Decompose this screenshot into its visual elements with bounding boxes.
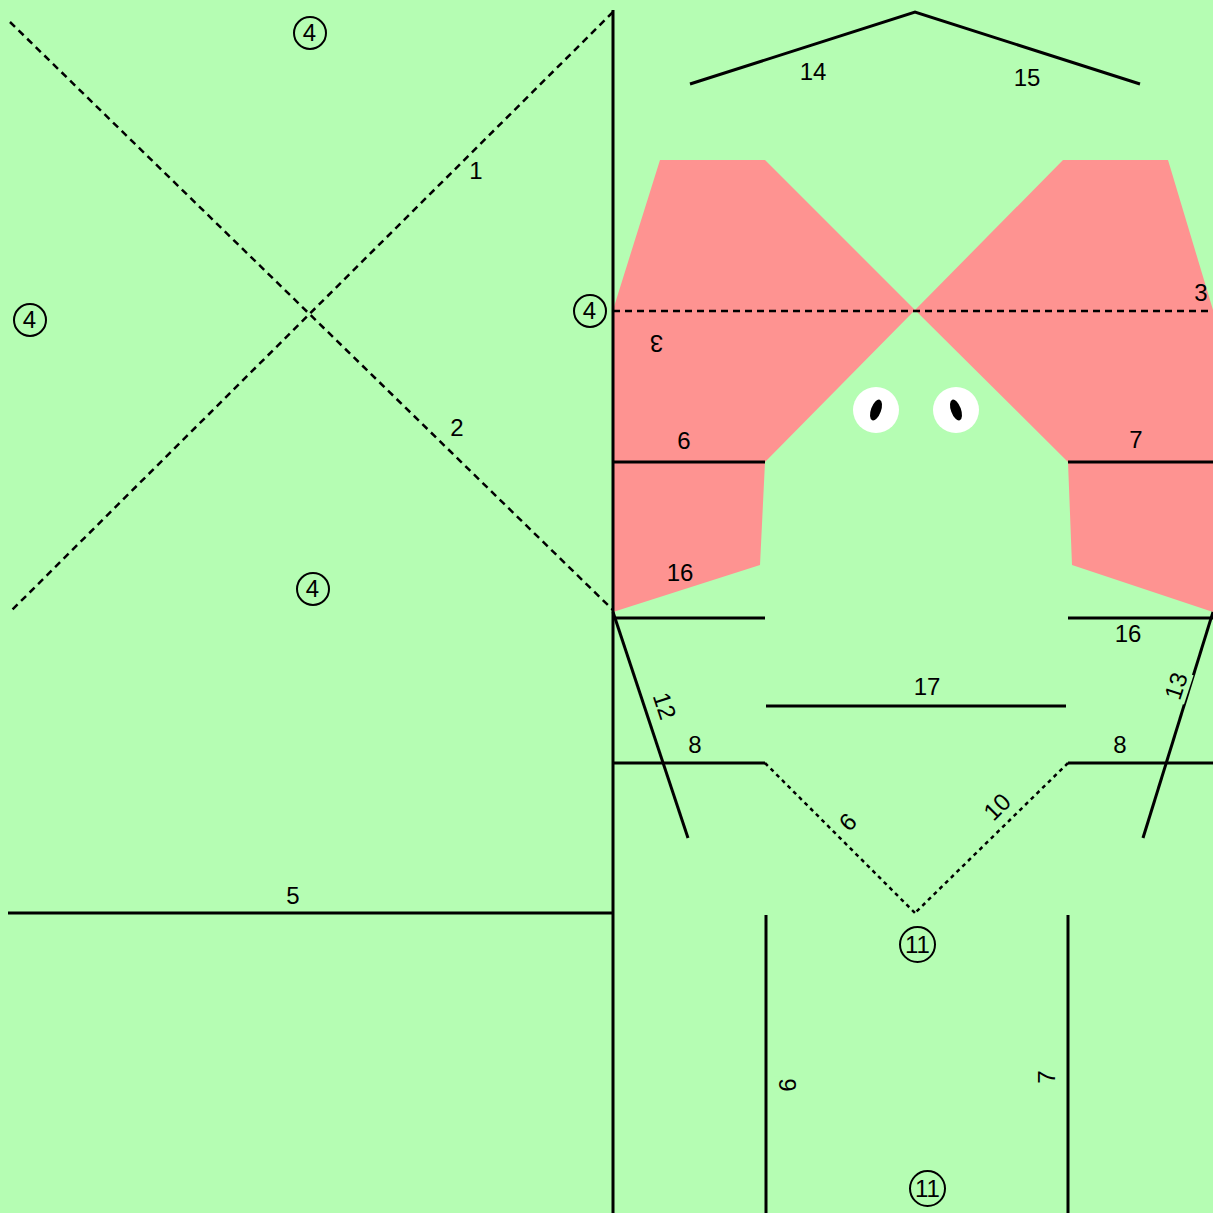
- callout-number: 8: [686, 732, 703, 758]
- callout-number: 17: [912, 674, 943, 700]
- step-circle: 4: [13, 303, 47, 337]
- step-circle: 11: [899, 926, 936, 963]
- callout-number: 9: [774, 1076, 800, 1093]
- step-circle: 4: [296, 572, 330, 606]
- callout-number: 8: [1111, 732, 1128, 758]
- callout-number: 16: [665, 560, 696, 586]
- callout-number: 5: [284, 883, 301, 909]
- step-circle: 4: [573, 294, 607, 328]
- callout-number: 3: [648, 330, 665, 356]
- callout-number: 7: [1034, 1068, 1060, 1085]
- step-number: 4: [306, 577, 319, 601]
- callout-number: 16: [1113, 621, 1144, 647]
- step-number: 4: [303, 21, 316, 45]
- step-circle: 4: [293, 16, 327, 50]
- step-number: 4: [583, 299, 596, 323]
- step-number: 4: [23, 308, 36, 332]
- callout-number: 7: [1127, 427, 1144, 453]
- callout-number: 14: [798, 59, 829, 85]
- step-number: 11: [905, 933, 930, 957]
- callout-number: 1: [467, 158, 484, 184]
- callout-number: 6: [675, 428, 692, 454]
- step-circle: 11: [909, 1170, 946, 1207]
- callout-number: 15: [1012, 65, 1043, 91]
- callout-number: 3: [1192, 280, 1209, 306]
- callout-number: 2: [448, 415, 465, 441]
- step-number: 11: [915, 1177, 940, 1201]
